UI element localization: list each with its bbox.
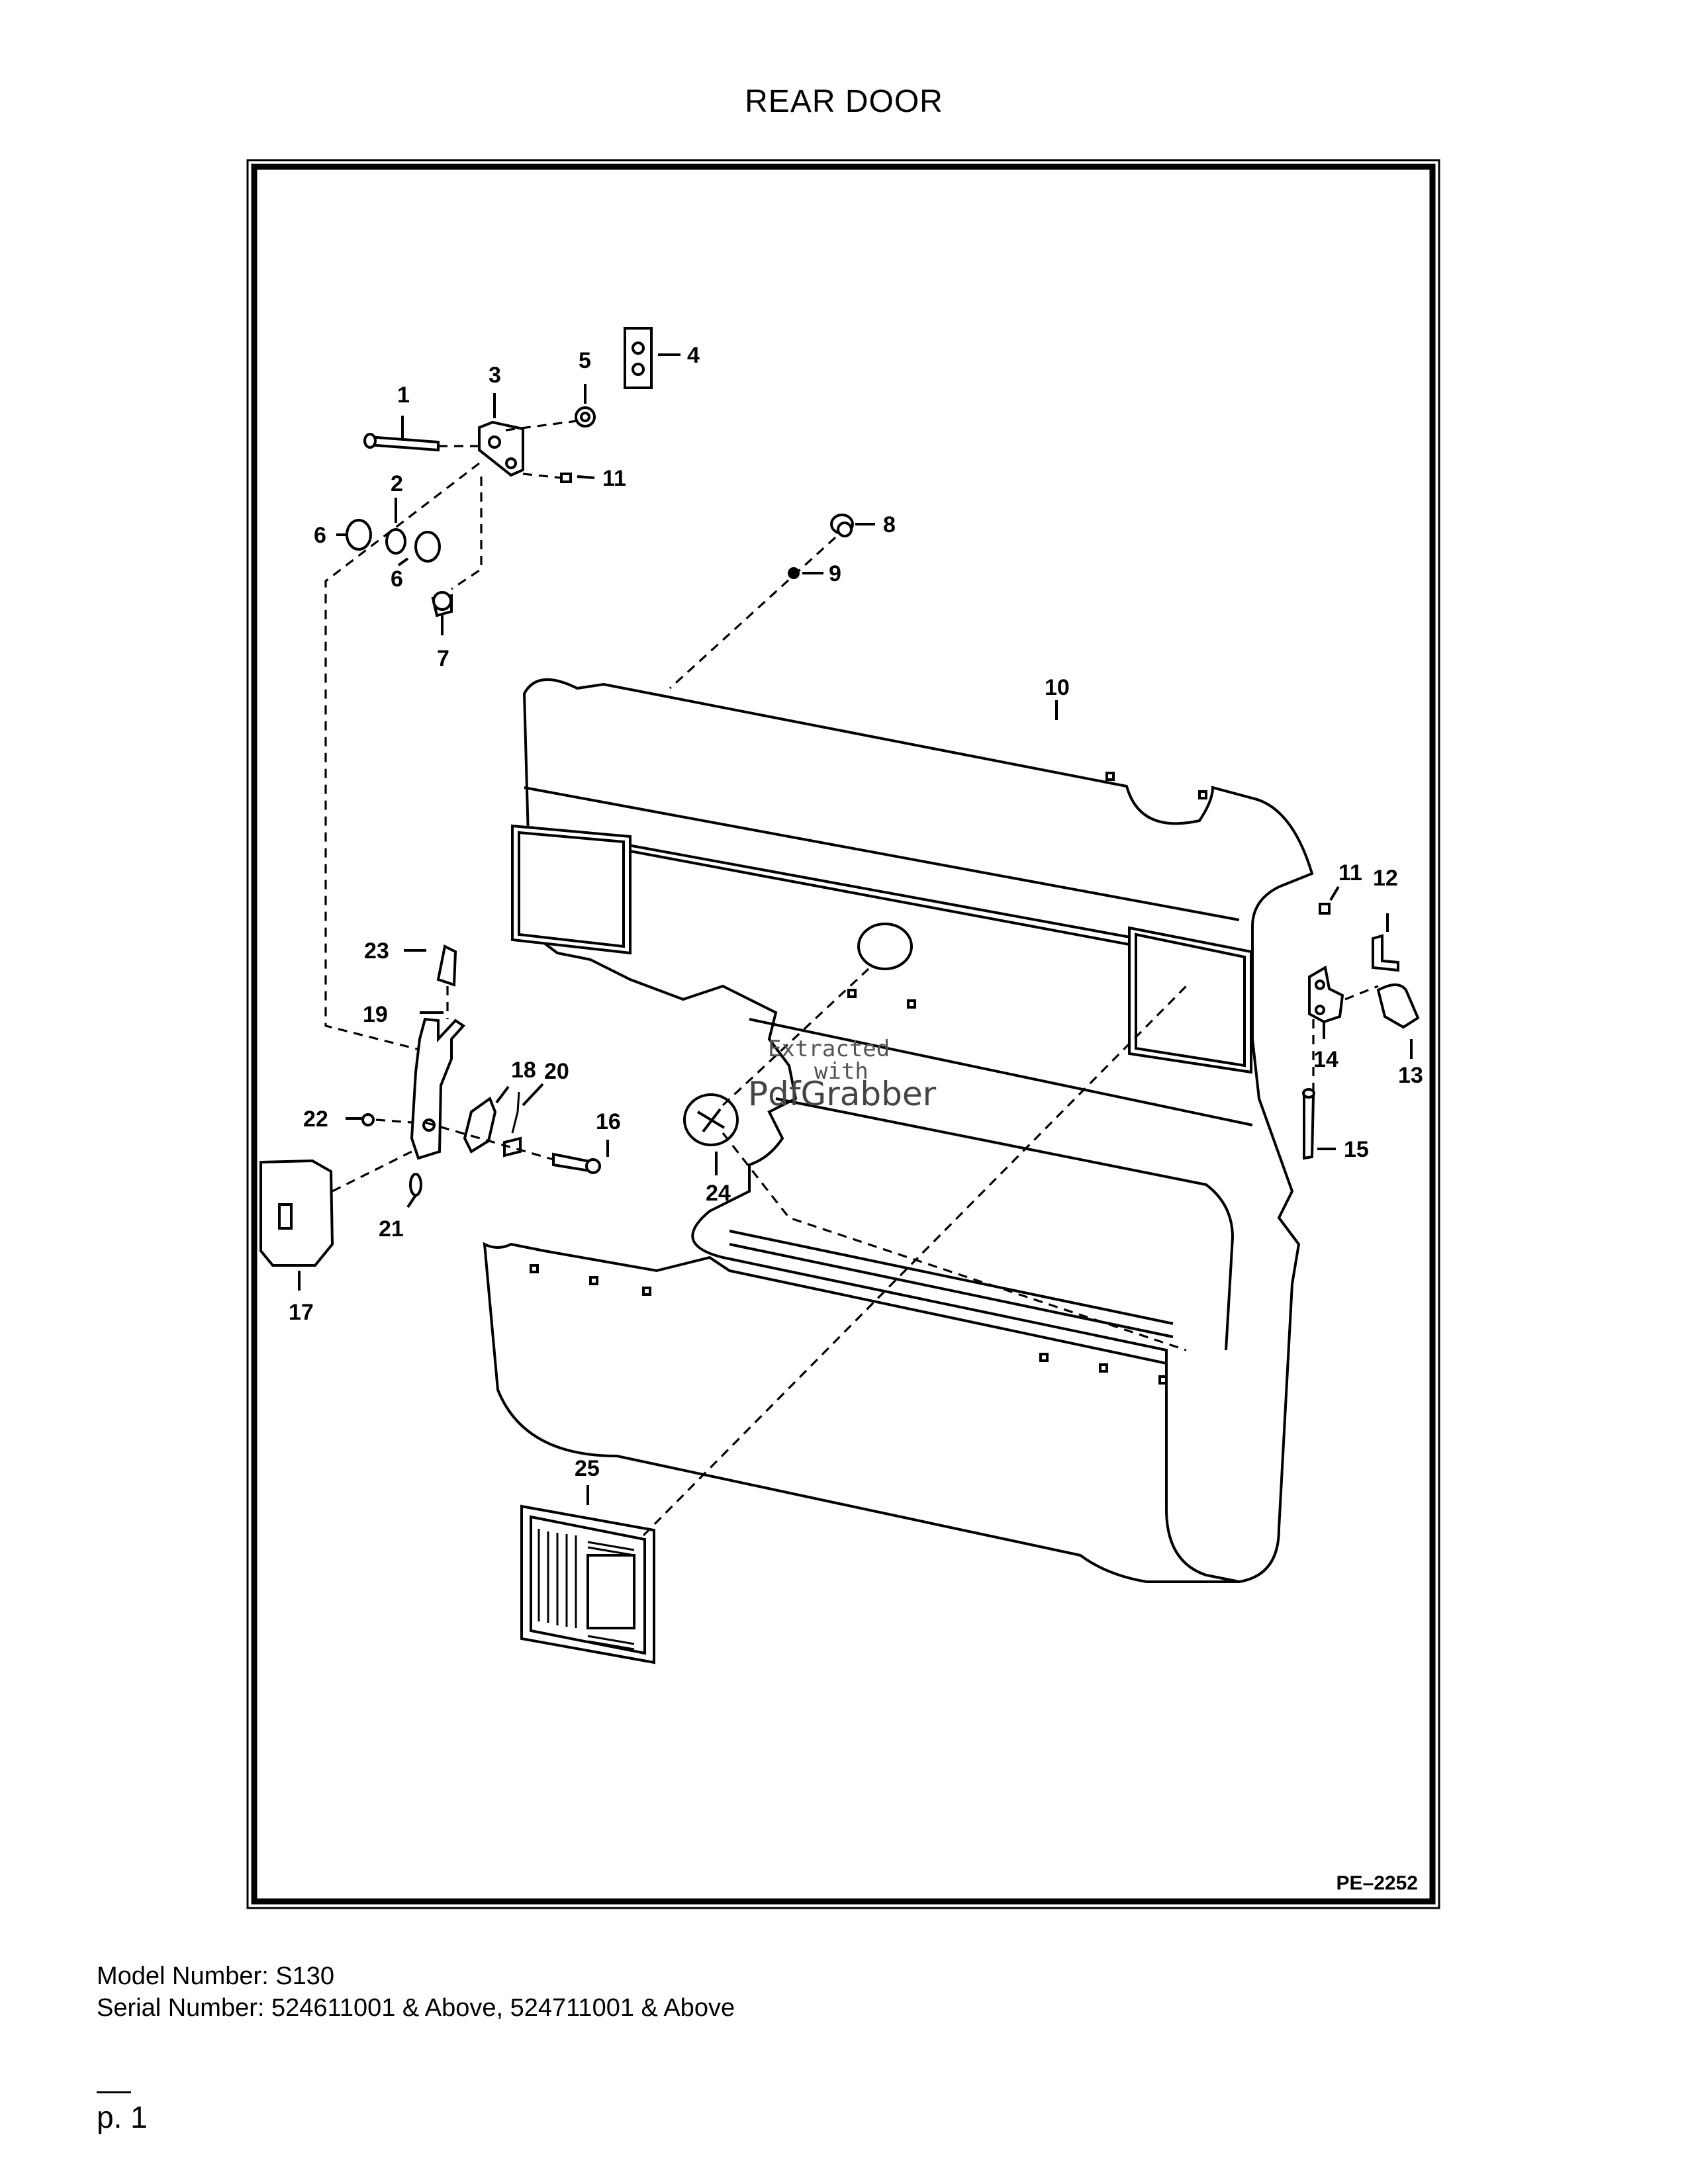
part-label: 17 [289, 1300, 314, 1325]
part-label: 19 [363, 1002, 388, 1027]
part-label: 10 [1045, 675, 1070, 700]
page-title: REAR DOOR [745, 84, 943, 119]
frame-inner-border [251, 163, 1436, 1905]
part-label: 11 [1338, 860, 1362, 886]
drawing-code: PE–2252 [1336, 1872, 1418, 1894]
part-label: 21 [379, 1216, 404, 1242]
watermark-line-1: Extracted [768, 1036, 890, 1062]
frame-outer-border [246, 159, 1440, 1909]
part-label: 13 [1398, 1063, 1423, 1088]
part-label: 12 [1373, 866, 1398, 891]
vent-grille [520, 985, 1188, 1664]
watermark-line-2: with [814, 1058, 868, 1085]
part-label: 6 [391, 567, 403, 592]
part-label: 25 [575, 1456, 600, 1481]
watermark-brand: PdfGrabber [748, 1075, 937, 1113]
exploded-parts-diagram: 1 2 3 4 5 6 6 7 8 9 10 11 11 12 13 14 15… [246, 159, 1440, 1909]
part-label: 16 [596, 1109, 621, 1134]
part-label: 1 [397, 383, 410, 408]
part-label: 6 [314, 523, 326, 548]
part-label: 11 [602, 466, 626, 491]
part-label: 22 [303, 1107, 328, 1132]
right-hinge [1302, 903, 1420, 1160]
part-label: 2 [391, 471, 403, 496]
latch-assembly [259, 944, 1187, 1351]
hinge-assembly [324, 327, 653, 1051]
screw-and-washer [669, 514, 854, 690]
page-number: p. 1 [97, 2100, 148, 2134]
serial-number: Serial Number: 524611001 & Above, 524711… [97, 1994, 735, 2022]
part-label: 18 [511, 1058, 536, 1083]
door-panel [483, 678, 1314, 1584]
part-label: 5 [579, 348, 591, 373]
part-label: 24 [706, 1181, 731, 1206]
model-number: Model Number: S130 [97, 1962, 335, 1990]
part-label: 14 [1313, 1047, 1338, 1072]
part-label: 20 [544, 1059, 569, 1084]
part-label: 8 [883, 512, 896, 537]
part-labels: 1 2 3 4 5 6 6 7 8 9 10 11 11 12 13 14 15… [289, 343, 1423, 1481]
part-label: 3 [489, 363, 501, 388]
part-label: 4 [687, 343, 700, 368]
part-label: 9 [829, 561, 841, 586]
diagram-frame: 1 2 3 4 5 6 6 7 8 9 10 11 11 12 13 14 15… [246, 159, 1440, 1909]
page-number-rule [97, 2091, 131, 2093]
footer: Model Number: S130 Serial Number: 524611… [97, 1960, 735, 2024]
part-label: 15 [1344, 1137, 1369, 1162]
part-label: 7 [437, 646, 449, 671]
watermark: Extracted with PdfGrabber [748, 1036, 936, 1111]
leader-lines [298, 353, 1413, 1505]
part-label: 23 [364, 938, 389, 964]
